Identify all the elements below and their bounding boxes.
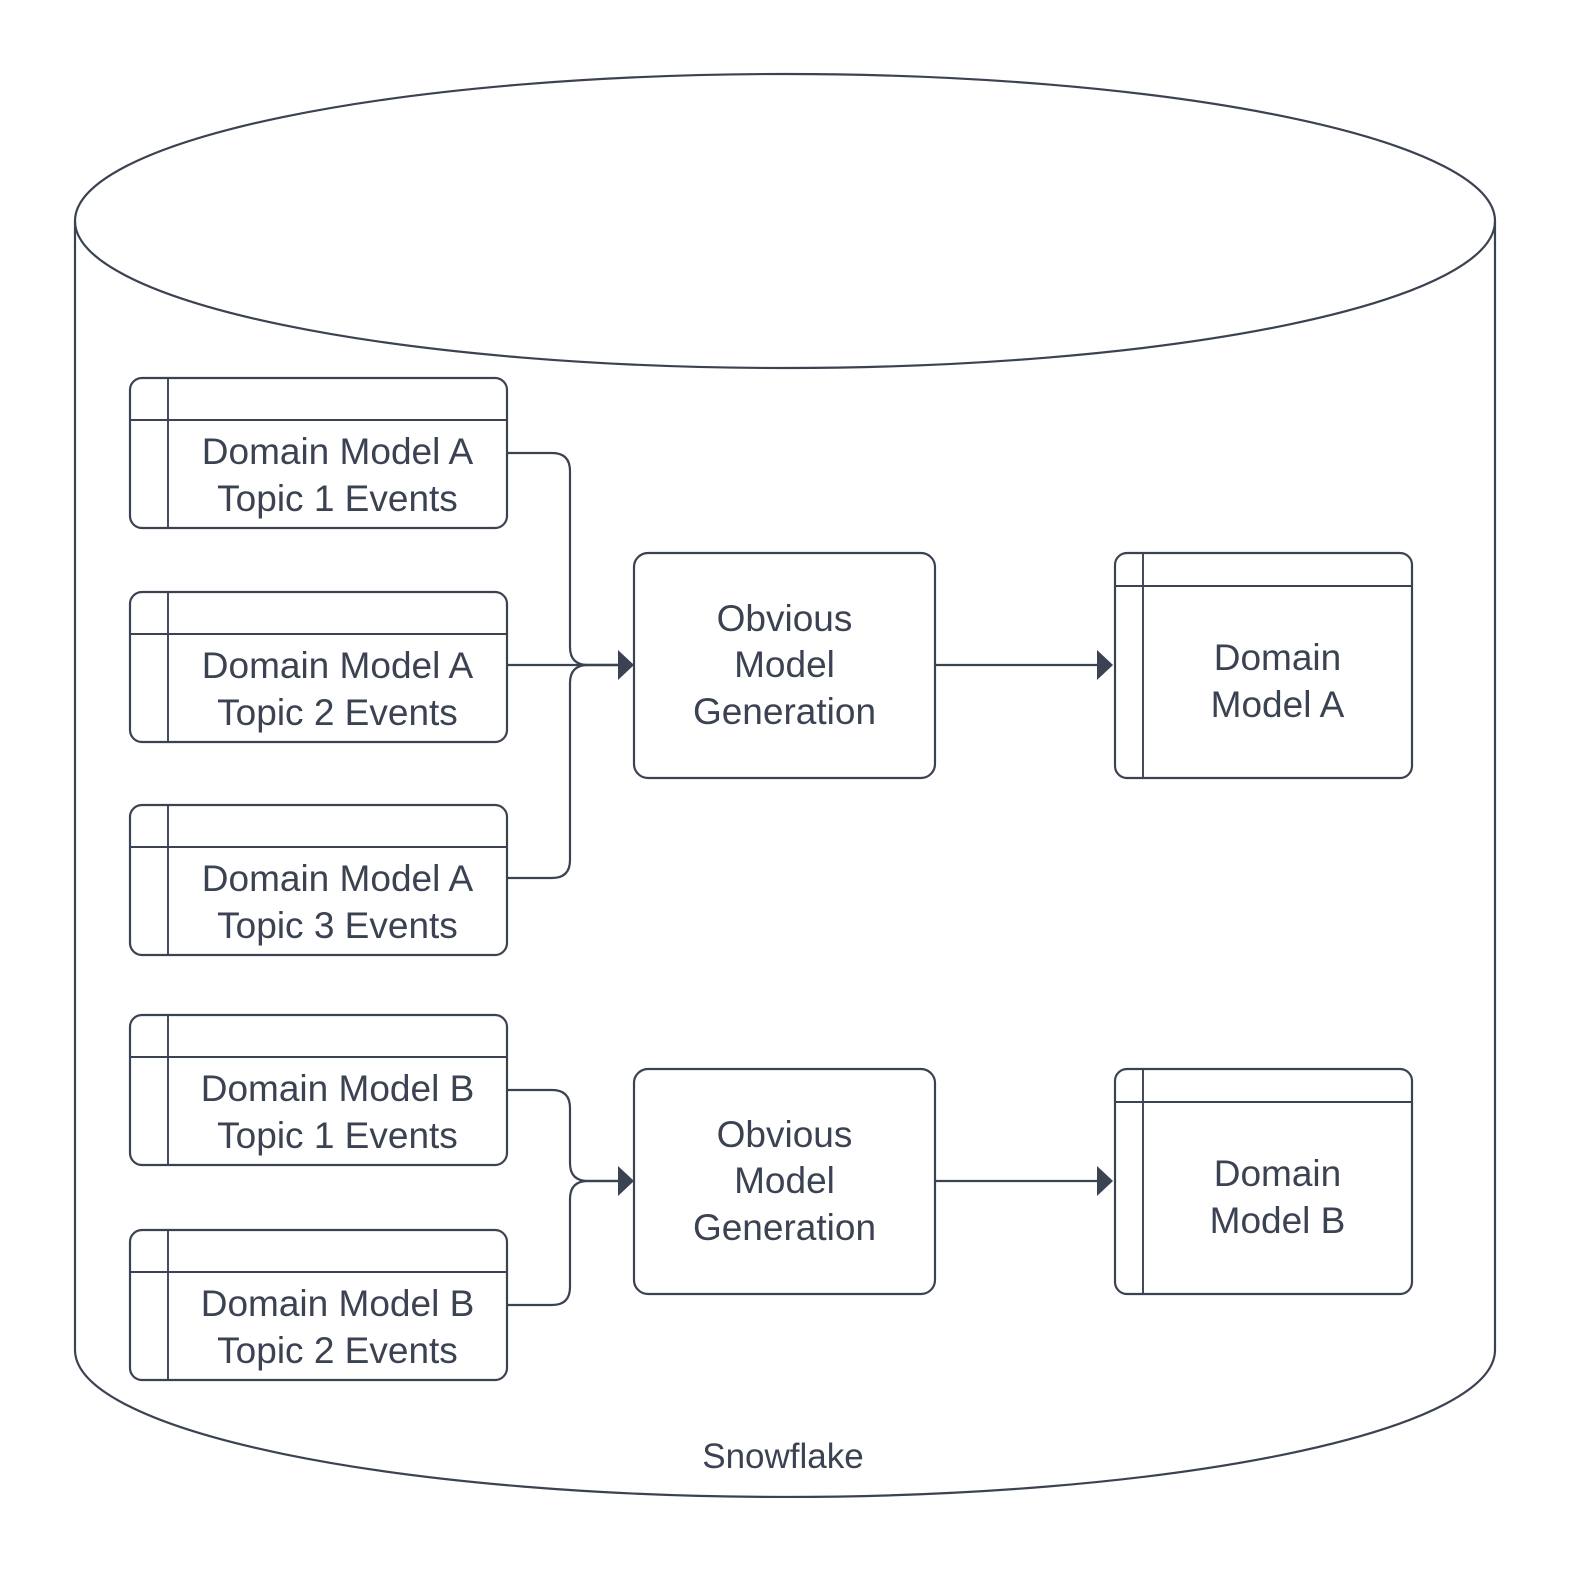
- source-node-a-topic-1[interactable]: [128, 376, 509, 530]
- result-node-model-a[interactable]: [1113, 551, 1414, 780]
- process-node-omg-b[interactable]: [632, 1067, 937, 1296]
- source-node-body: [128, 803, 509, 957]
- result-node-model-b[interactable]: [1113, 1067, 1414, 1296]
- edge-omg-a-to-model-a: [935, 650, 1113, 680]
- result-node-body: [1113, 551, 1414, 780]
- arrowhead-to-model-a: [1097, 650, 1113, 680]
- arrowhead-to-model-b: [1097, 1166, 1113, 1196]
- cylinder-bottom-arc: [73, 1349, 1497, 1499]
- source-node-b-topic-2[interactable]: [128, 1228, 509, 1382]
- result-node-body: [1113, 1067, 1414, 1296]
- cylinder-top-ellipse: [73, 72, 1497, 370]
- edge-b-topic-1-to-omg-b: [507, 1088, 618, 1183]
- process-node-body: [632, 1067, 937, 1296]
- source-node-a-topic-2[interactable]: [128, 590, 509, 744]
- source-node-body: [128, 1013, 509, 1167]
- source-node-b-topic-1[interactable]: [128, 1013, 509, 1167]
- edge-a-topic-1-to-omg-a: [507, 451, 618, 667]
- source-node-body: [128, 376, 509, 530]
- arrowhead-to-omg-a: [618, 650, 634, 680]
- source-node-a-topic-3[interactable]: [128, 803, 509, 957]
- edge-b-topic-2-to-omg-b: [507, 1179, 618, 1307]
- edge-omg-b-to-model-b: [935, 1166, 1113, 1196]
- edge-a-topic-3-to-omg-a: [507, 663, 618, 880]
- snowflake-cylinder: [73, 72, 1497, 1499]
- source-node-body: [128, 590, 509, 744]
- process-node-body: [632, 551, 937, 780]
- process-node-omg-a[interactable]: [632, 551, 937, 780]
- source-node-body: [128, 1228, 509, 1382]
- arrowhead-to-omg-b: [618, 1166, 634, 1196]
